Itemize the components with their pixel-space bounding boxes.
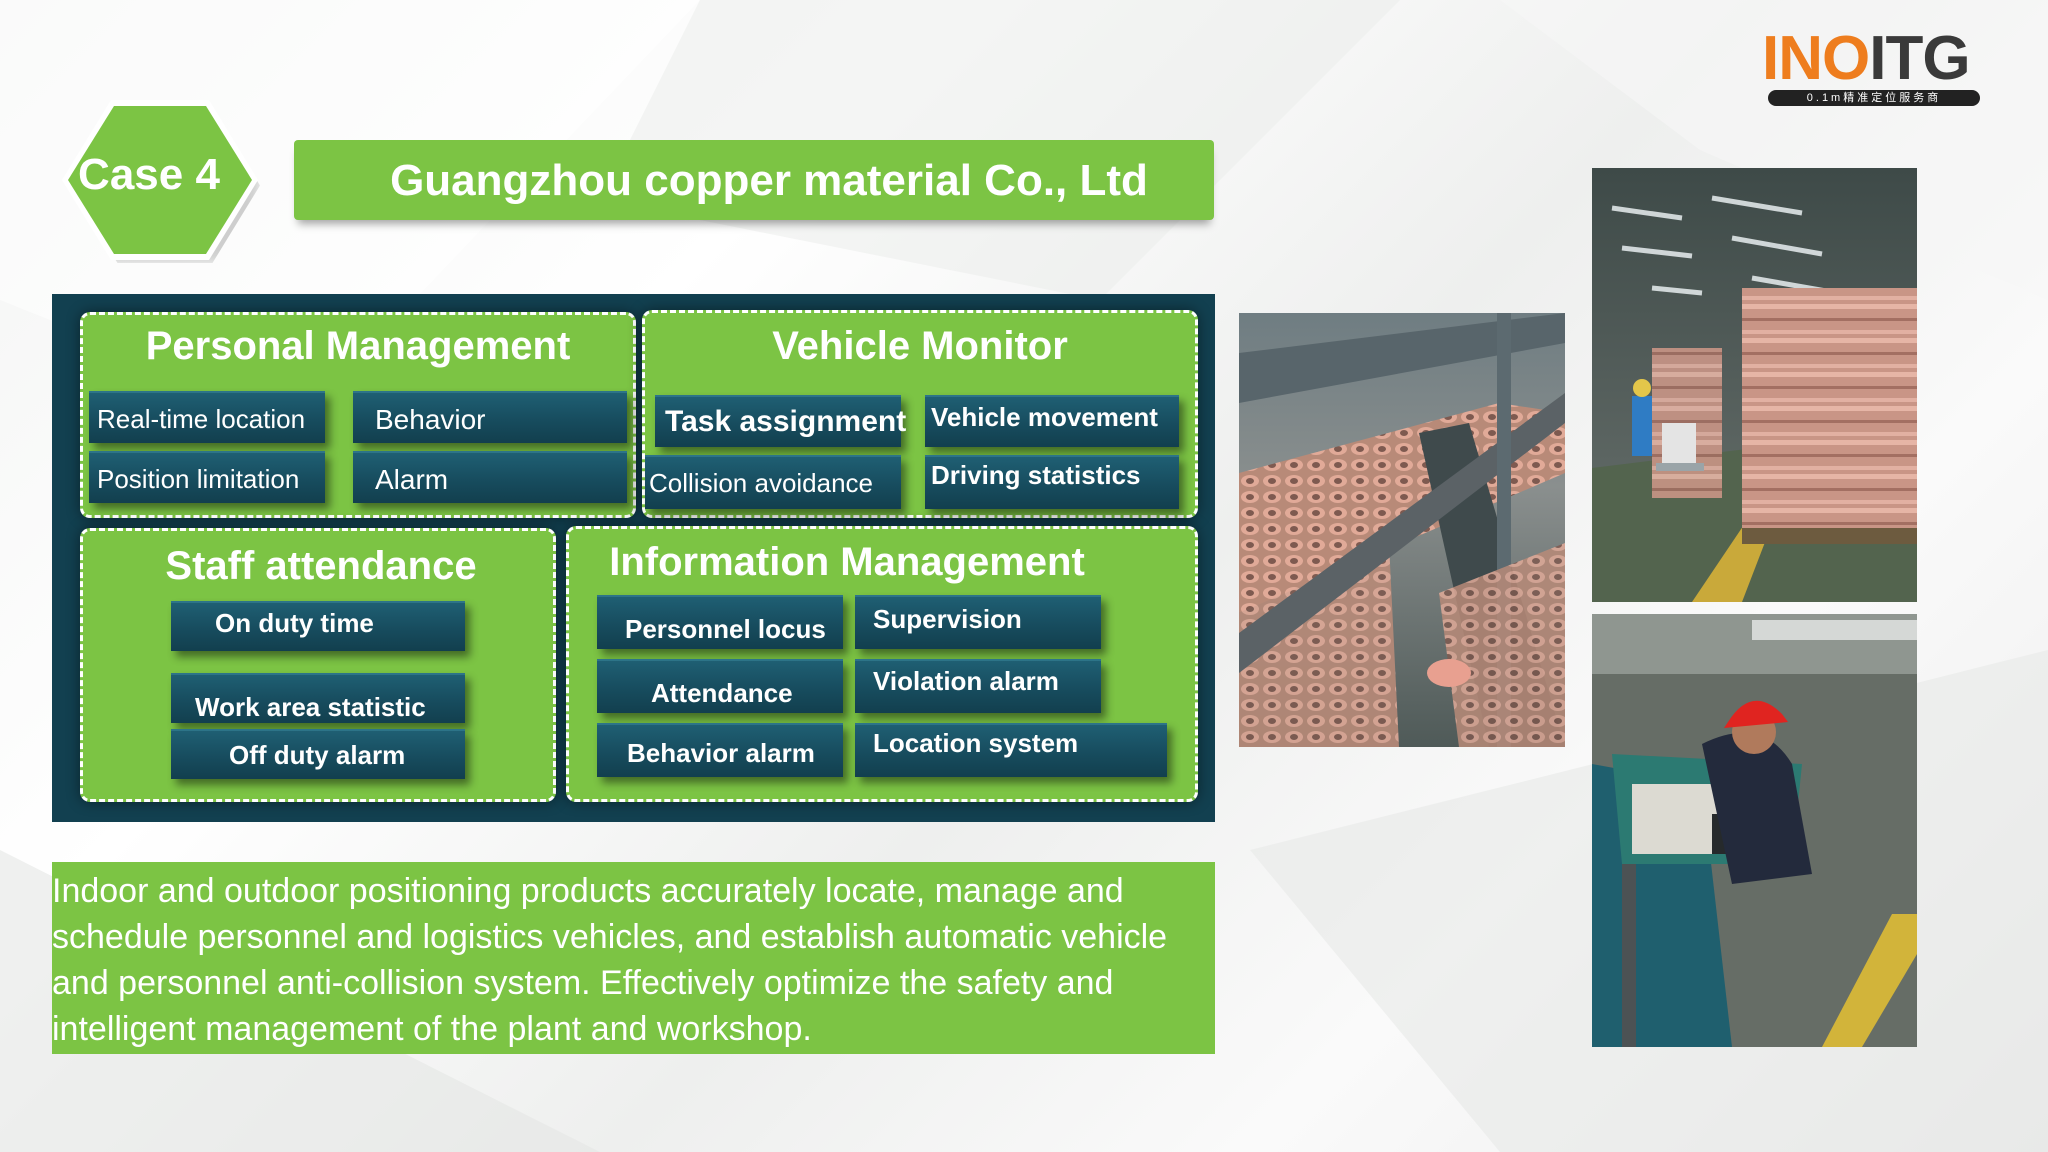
logo-tagline: 0.1m精准定位服务商 (1768, 90, 1980, 106)
case-badge (68, 106, 252, 254)
item-supervision: Supervision (855, 595, 1101, 649)
group-personal-management: Personal Management Real-time location B… (80, 312, 636, 518)
item-location-system: Location system (855, 723, 1167, 777)
item-personnel-locus: Personnel locus (597, 595, 843, 649)
warehouse-copper-coils-photo (1239, 313, 1565, 747)
title-bar: Guangzhou copper material Co., Ltd (294, 140, 1214, 220)
item-off-duty-alarm: Off duty alarm (171, 729, 465, 779)
description-box: Indoor and outdoor positioning products … (52, 862, 1215, 1054)
item-violation-alarm: Violation alarm (855, 659, 1101, 713)
group-vehicle-monitor: Vehicle Monitor Task assignment Vehicle … (642, 310, 1198, 518)
group-title-personal-management: Personal Management (145, 324, 571, 368)
page-title: Guangzhou copper material Co., Ltd (390, 156, 1148, 205)
group-staff-attendance: Staff attendance On duty time Work area … (80, 528, 556, 802)
item-task-assignment: Task assignment (655, 395, 906, 447)
group-title-staff-attendance: Staff attendance (165, 544, 477, 588)
item-behavior: Behavior (353, 391, 627, 443)
worker-at-laptop-photo (1592, 614, 1917, 1047)
item-vehicle-movement: Vehicle movement (925, 395, 1179, 447)
item-on-duty-time: On duty time (171, 601, 465, 651)
logo-itg-text: ITG (1869, 24, 1970, 93)
case-label: Case 4 (78, 150, 220, 199)
description-text: Indoor and outdoor positioning products … (52, 872, 1168, 1048)
item-real-time-location: Real-time location (89, 391, 325, 443)
item-behavior-alarm: Behavior alarm (597, 723, 843, 777)
function-diagram: Personal Management Real-time location B… (52, 294, 1215, 822)
group-information-management: Information Management Personnel locus S… (566, 526, 1198, 802)
logo-ino-text: INO (1762, 24, 1870, 93)
copper-coil-stacks-worker-photo (1592, 168, 1917, 602)
company-logo: INOITG 0.1m精准定位服务商 (1762, 28, 1992, 108)
item-work-area-statistic: Work area statistic (171, 673, 465, 723)
item-attendance: Attendance (597, 659, 843, 713)
item-position-limitation: Position limitation (89, 451, 325, 503)
item-alarm: Alarm (353, 451, 627, 503)
item-collision-avoidance: Collision avoidance (645, 455, 901, 509)
group-title-vehicle-monitor: Vehicle Monitor (772, 324, 1068, 368)
item-driving-statistics: Driving statistics (925, 455, 1179, 509)
group-title-information-management: Information Management (609, 540, 1085, 584)
